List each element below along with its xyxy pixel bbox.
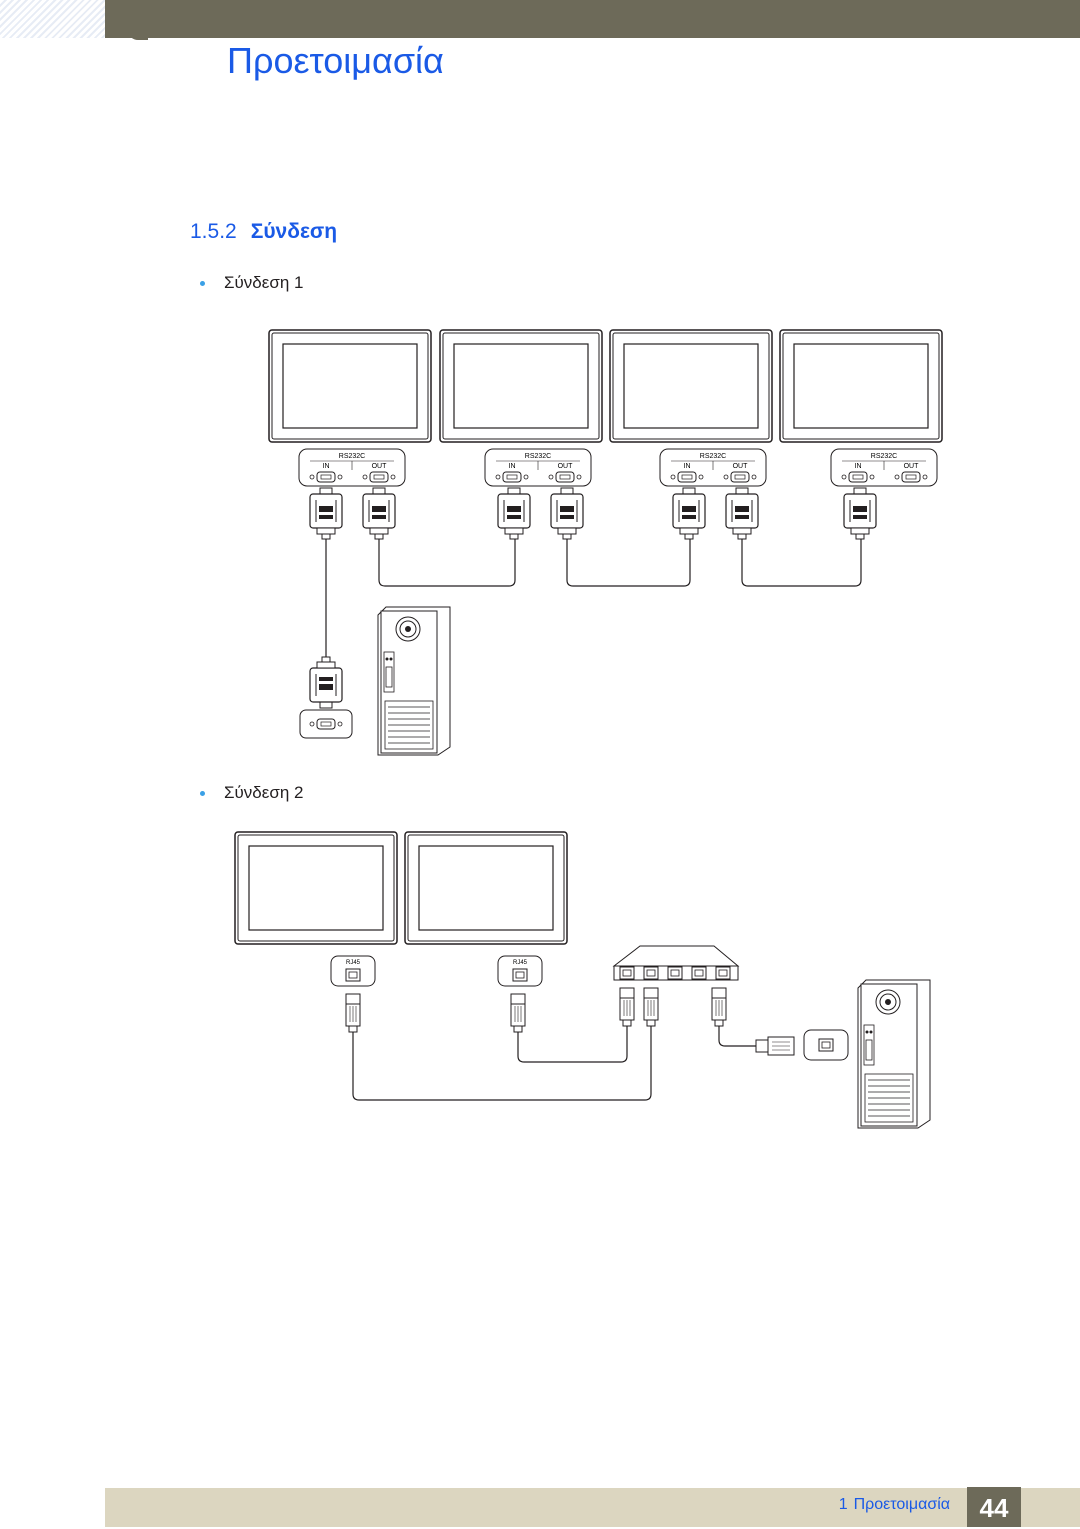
rs232c-plug [497, 487, 531, 540]
header-tab-notch [128, 22, 148, 40]
rs232c-cables [325, 539, 862, 660]
rj45-plug [711, 987, 727, 1027]
rj45-cables [352, 1026, 756, 1101]
pc-rs232c-plug [309, 656, 343, 709]
bullet-dot-icon [200, 790, 205, 796]
out-label: OUT [904, 463, 920, 470]
footer-chapter: 1 Προετοιμασία [839, 1496, 950, 1514]
rs232c-panel: RS232C IN OUT [830, 448, 938, 487]
in-label: IN [684, 463, 691, 470]
pc-tower [857, 979, 931, 1129]
rj45-plug [510, 993, 526, 1033]
footer-band [105, 1488, 1080, 1527]
monitor-6 [404, 831, 568, 945]
rs232c-plug [362, 487, 396, 540]
rj45-panel: RJ45 [330, 955, 376, 987]
out-label: OUT [372, 463, 388, 470]
monitor-4 [779, 329, 943, 443]
rs232c-plug [843, 487, 877, 540]
section-heading: 1.5.2 Σύνδεση [190, 220, 337, 244]
bullet-connection-1: Σύνδεση 1 [200, 273, 303, 293]
in-label: IN [509, 463, 516, 470]
rj45-plug [619, 987, 635, 1027]
rj45-plug [345, 993, 361, 1033]
monitor-2 [439, 329, 603, 443]
port-label: RS232C [871, 453, 897, 460]
pc-serial-port [299, 709, 353, 739]
rs232c-plug [725, 487, 759, 540]
rs232c-plug [672, 487, 706, 540]
rj45-plug [643, 987, 659, 1027]
page-number: 44 [967, 1487, 1021, 1527]
rj45-panel: RJ45 [497, 955, 543, 987]
in-label: IN [323, 463, 330, 470]
out-label: OUT [733, 463, 749, 470]
in-label: IN [855, 463, 862, 470]
bullet-dot-icon [200, 280, 205, 286]
port-label: RJ45 [346, 960, 361, 966]
section-number: 1.5.2 [190, 220, 237, 243]
out-label: OUT [558, 463, 574, 470]
monitor-3 [609, 329, 773, 443]
port-label: RS232C [700, 453, 726, 460]
footer-chapter-title: Προετοιμασία [853, 1496, 950, 1513]
bullet-label: Σύνδεση 1 [224, 273, 304, 292]
port-label: RS232C [339, 453, 365, 460]
pc-rj45-plug [755, 1036, 795, 1056]
port-label: RS232C [525, 453, 551, 460]
rs232c-panel: RS232C IN OUT [484, 448, 592, 487]
bullet-label: Σύνδεση 2 [224, 783, 304, 802]
header-bar [105, 0, 1080, 38]
footer-chapter-number: 1 [838, 1496, 848, 1513]
rs232c-panel: RS232C IN OUT [659, 448, 767, 487]
monitor-1 [268, 329, 432, 443]
bullet-connection-2: Σύνδεση 2 [200, 783, 303, 803]
network-switch [612, 945, 740, 981]
monitor-5 [234, 831, 398, 945]
rs232c-panel: RS232C IN OUT [298, 448, 406, 487]
port-label: RJ45 [513, 960, 528, 966]
pc-tower [377, 606, 451, 756]
chapter-title: Προετοιμασία [227, 40, 444, 81]
header-hatch-decoration [0, 0, 105, 38]
pc-lan-port [803, 1029, 849, 1061]
section-title: Σύνδεση [250, 220, 338, 243]
rs232c-plug [550, 487, 584, 540]
rs232c-plug [309, 487, 343, 540]
